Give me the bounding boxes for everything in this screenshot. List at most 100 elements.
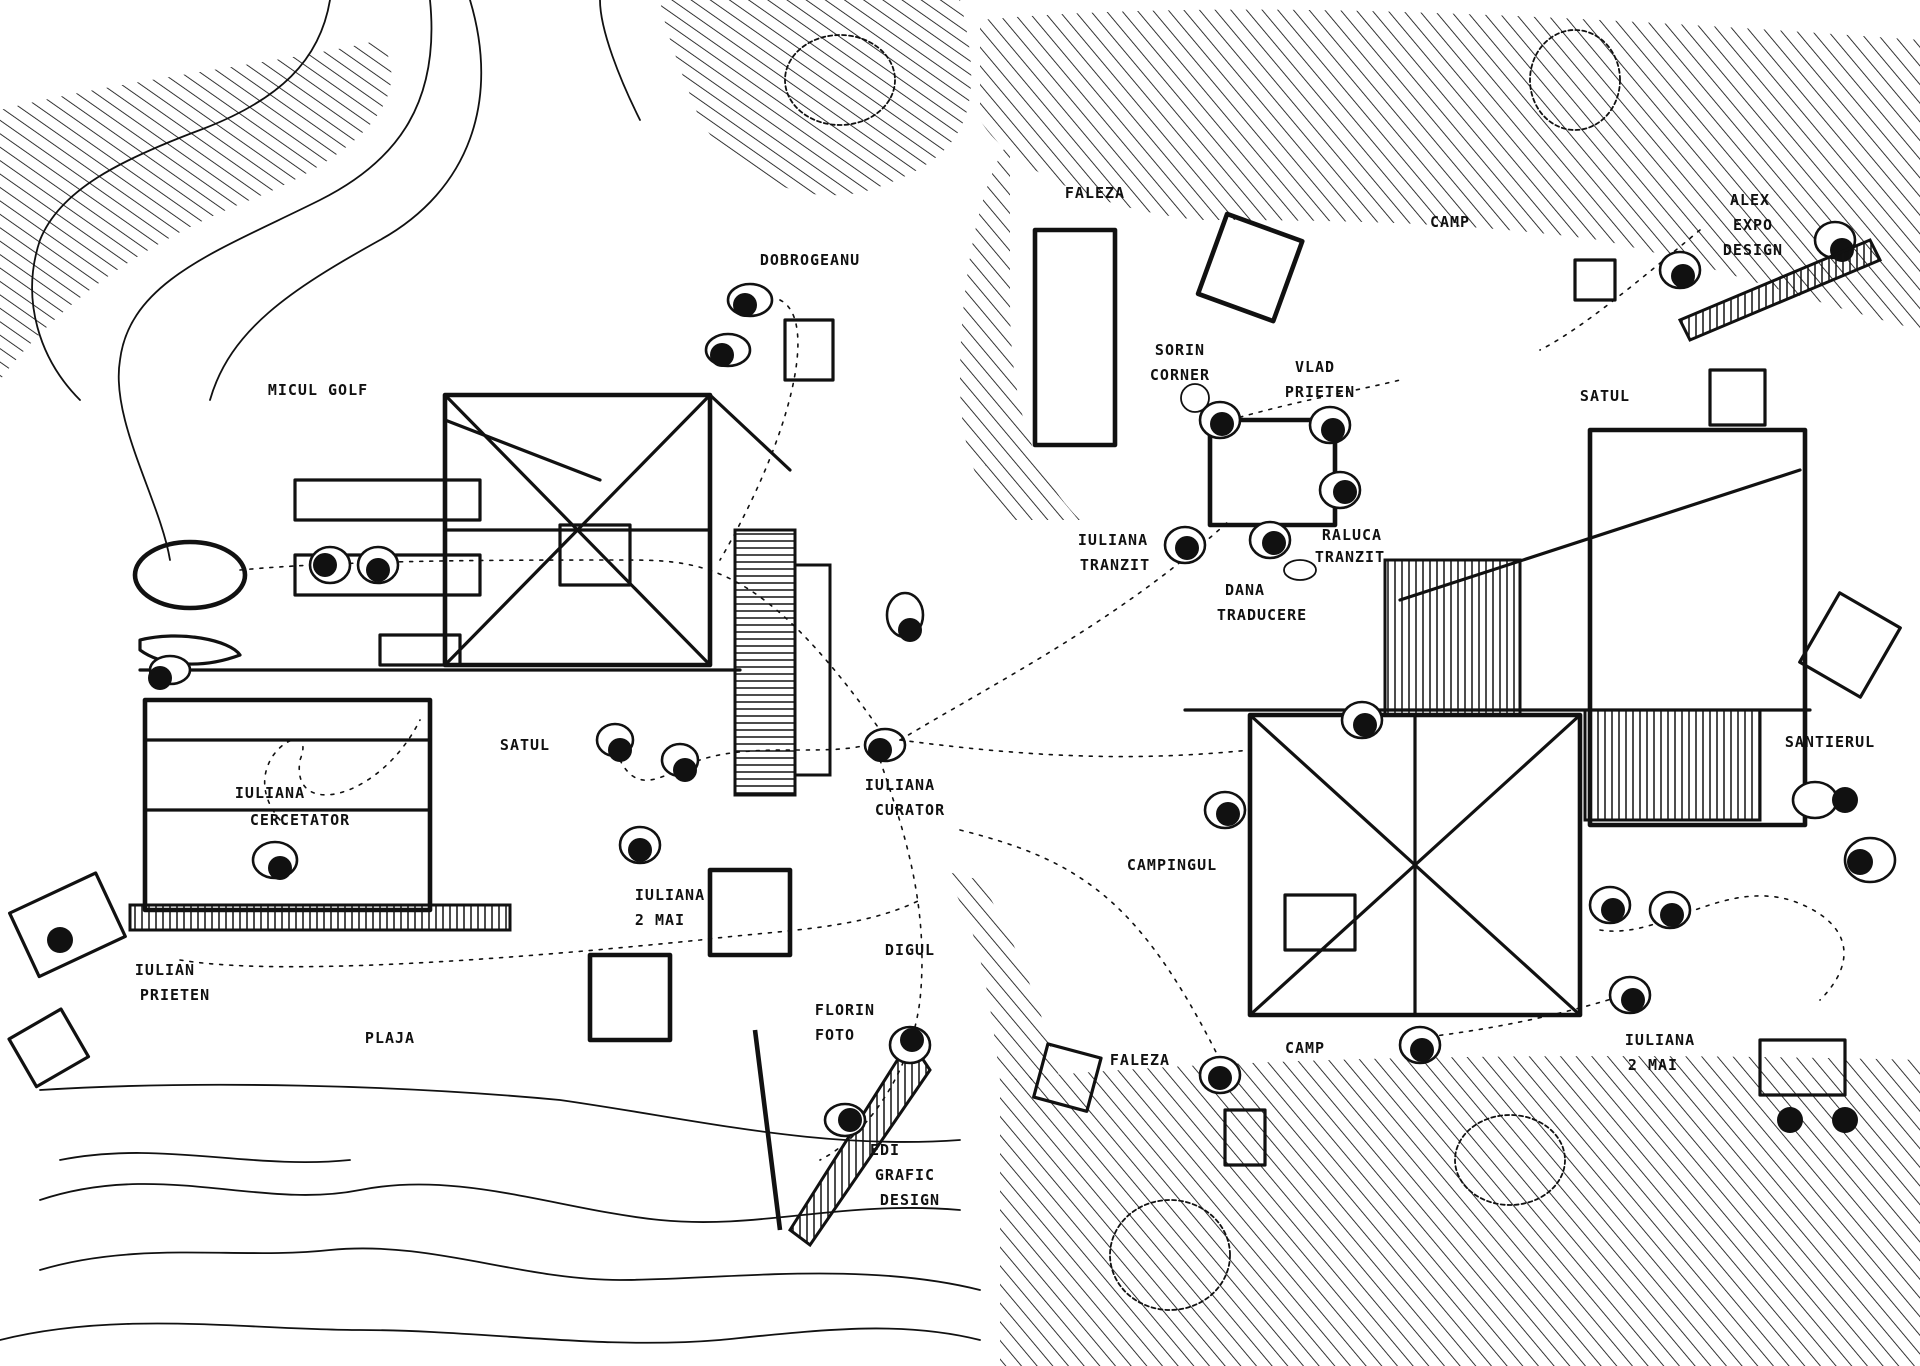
faleza-stool-top — [1573, 258, 1617, 302]
person-campingul — [1203, 790, 1247, 830]
deck-striped — [733, 528, 797, 797]
label-florin-foto: FLORIN — [815, 1001, 875, 1019]
label-vlad: VLAD — [1295, 358, 1335, 376]
label-santierul: SANTIERUL — [1785, 733, 1875, 751]
label-florin-foto-role: FOTO — [815, 1026, 855, 1044]
person-edi — [823, 1102, 867, 1138]
label-iuliana-cercetator: IULIANA — [235, 784, 305, 802]
person-florin — [888, 1025, 932, 1065]
label-camp-bottom: CAMP — [1285, 1039, 1325, 1057]
label-alex-design: DESIGN — [1723, 241, 1783, 259]
pavilion-right — [1183, 368, 1812, 1018]
label-campingul: CAMPINGUL — [1127, 856, 1217, 874]
pouf — [132, 539, 248, 611]
person-satul-1 — [595, 722, 635, 762]
people-right — [1032, 220, 1902, 1167]
chair-santierul — [1798, 591, 1902, 699]
person-bench-2 — [356, 545, 400, 585]
faleza-bench — [1032, 227, 1118, 448]
label-iuliana-2mai-right: IULIANA — [1625, 1031, 1695, 1049]
person-2mai-right-3 — [1608, 975, 1652, 1015]
label-edi-grafic: GRAFIC — [875, 1166, 935, 1184]
label-iuliana-curator: IULIANA — [865, 776, 935, 794]
label-digul: DIGUL — [885, 941, 935, 959]
person-vlad — [1308, 405, 1352, 445]
label-faleza-top: FALEZA — [1065, 184, 1125, 202]
ramp-left — [128, 903, 512, 932]
cube-2 — [587, 952, 673, 1043]
label-dobrogeanu: DOBROGEANU — [760, 251, 860, 269]
person-dana — [1248, 520, 1292, 560]
person-curator — [863, 727, 907, 763]
hatched-land-top-left — [0, 40, 392, 380]
hatched-field-top-right — [980, 9, 1920, 330]
person-walker — [885, 591, 925, 642]
label-sorin: SORIN — [1155, 341, 1205, 359]
person-pouf — [148, 654, 192, 690]
bushes — [784, 29, 1621, 1311]
person-tranzit — [1163, 525, 1207, 565]
deck-post — [793, 563, 832, 777]
label-faleza-bottom: FALEZA — [1110, 1051, 1170, 1069]
person-2mai-right-2 — [1648, 890, 1692, 930]
label-dana-traducere: TRADUCERE — [1217, 606, 1307, 624]
person-satul-2 — [660, 742, 700, 782]
label-edi: EDI — [870, 1141, 900, 1159]
hatched-land-top-center — [660, 0, 972, 196]
person-raluca — [1318, 470, 1362, 510]
sea-waves — [0, 1083, 981, 1344]
cube-1 — [707, 867, 793, 958]
person-santierul-2 — [1843, 836, 1897, 884]
label-iulian-prieten-role: PRIETEN — [140, 986, 210, 1004]
label-satul-right: SATUL — [1580, 387, 1630, 405]
label-alex: ALEX — [1730, 191, 1770, 209]
person-bench-1 — [308, 545, 352, 585]
person-2mai-right-1 — [1588, 885, 1632, 925]
label-edi-design: DESIGN — [880, 1191, 940, 1209]
label-iuliana-tranzit-role: TRANZIT — [1080, 556, 1150, 574]
label-raluca-tranzit: TRANZIT — [1315, 548, 1385, 566]
dashed-paths-right — [899, 229, 1845, 1061]
label-sorin-corner: CORNER — [1150, 366, 1210, 384]
dashed-paths-left — [179, 299, 923, 1161]
stool-faleza-bottom — [1032, 1042, 1103, 1113]
person-camp-1 — [1398, 1025, 1442, 1065]
label-iuliana-2mai-right-place: 2 MAI — [1628, 1056, 1678, 1074]
person-cercetator — [251, 840, 299, 880]
label-micul-golf: MICUL GOLF — [268, 381, 368, 399]
label-iuliana-cercetator-role: CERCETATOR — [250, 811, 350, 829]
people-left — [8, 282, 932, 1138]
label-plaja: PLAJA — [365, 1029, 415, 1047]
person-sorin — [1198, 400, 1242, 440]
chair-plaja — [7, 1007, 91, 1089]
person-camp-2 — [1198, 1055, 1242, 1095]
label-iulian-prieten: IULIAN — [135, 961, 195, 979]
stool-dobrogeanu — [783, 318, 835, 382]
hatched-slope-faleza — [960, 140, 1080, 520]
ladder — [1677, 238, 1883, 342]
label-alex-expo: EXPO — [1733, 216, 1773, 234]
person-iulian — [8, 871, 127, 979]
label-iuliana-curator-role: CURATOR — [875, 801, 945, 819]
cart — [1223, 1108, 1267, 1167]
person-deck — [1340, 700, 1384, 740]
label-raluca: RALUCA — [1322, 526, 1382, 544]
labels: MICUL GOLF DOBROGEANU SATUL IULIANA CERC… — [135, 184, 1875, 1209]
hatched-slope-bottom — [940, 870, 1060, 1080]
person-alex-1 — [1658, 250, 1702, 290]
label-camp-top: CAMP — [1430, 213, 1470, 231]
label-dana: DANA — [1225, 581, 1265, 599]
person-br-1 — [1777, 1107, 1803, 1133]
hatched-field-bottom-right — [1000, 1056, 1920, 1366]
person-dobrogeanu-1 — [726, 282, 774, 318]
label-satul-left: SATUL — [500, 736, 550, 754]
dig-fence — [752, 1029, 932, 1248]
label-vlad-prieten: PRIETEN — [1285, 383, 1355, 401]
person-santierul-1 — [1791, 780, 1858, 820]
label-iuliana-tranzit: IULIANA — [1078, 531, 1148, 549]
contour-lines — [31, 0, 641, 561]
label-iuliana-2mai-left-place: 2 MAI — [635, 911, 685, 929]
person-2mai-left — [618, 825, 662, 865]
person-br-2 — [1832, 1107, 1858, 1133]
